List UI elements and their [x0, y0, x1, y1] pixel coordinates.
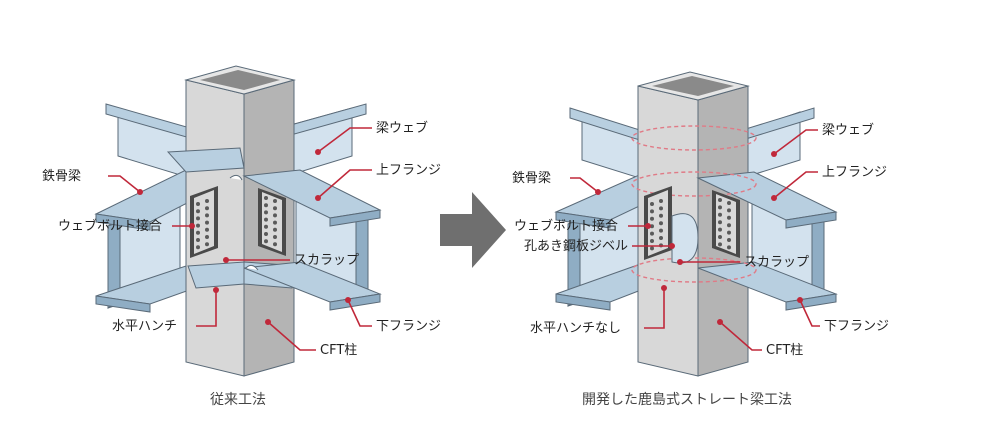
bolt-hole: [659, 213, 663, 218]
bolt-hole: [650, 209, 654, 214]
perforated-plate-dowel: [671, 213, 699, 264]
bolt-hole: [659, 221, 663, 226]
bolt-hole: [727, 215, 731, 220]
bolt-hole: [196, 202, 200, 206]
left-leader-lines: [108, 127, 372, 351]
bolt-hole: [659, 206, 663, 211]
bolt-hole: [273, 220, 277, 225]
right-leader-lines: [570, 129, 820, 351]
bolt-hole: [196, 216, 200, 221]
r-label-perforated-plate: 孔あき鋼板ジベル: [524, 239, 628, 254]
label-scallop: スカラップ: [294, 253, 359, 268]
bolt-hole: [659, 228, 663, 233]
bolt-hole: [264, 224, 268, 229]
bolt-hole: [196, 238, 200, 242]
caption-right: 開発した鹿島式ストレート梁工法: [582, 391, 792, 408]
bolt-hole: [650, 224, 654, 229]
dashed-diaphragm-outlines: [631, 125, 757, 283]
r-label-cft-column: CFT柱: [766, 343, 803, 358]
bolt-hole: [205, 235, 209, 239]
bolt-hole: [196, 245, 200, 250]
label-cft-column: CFT柱: [320, 343, 357, 358]
label-upper-flange: 上フランジ: [376, 163, 441, 178]
bolt-hole: [196, 223, 200, 228]
bolt-hole: [727, 208, 731, 213]
beam-back-right: [279, 103, 367, 179]
r-label-steel-beam: 鉄骨梁: [512, 171, 551, 186]
r-web-bolt-plate-right: [712, 190, 740, 258]
bolt-hole: [650, 202, 654, 206]
r-label-haunch-none: 水平ハンチなし: [530, 321, 621, 336]
bolt-hole: [718, 220, 722, 225]
label-steel-beam: 鉄骨梁: [42, 169, 81, 184]
label-web-bolt: ウェブボルト接合: [58, 218, 162, 234]
bolt-hole: [650, 231, 654, 236]
bolt-hole: [650, 246, 654, 251]
bolt-hole: [264, 232, 268, 236]
bolt-hole: [264, 196, 268, 200]
bolt-hole: [727, 245, 731, 250]
bolt-hole: [718, 205, 722, 210]
bolt-hole: [205, 199, 209, 203]
beam-back-left: [105, 103, 191, 179]
bolt-hole: [196, 230, 200, 235]
bolt-hole: [273, 199, 277, 203]
left-labels: 梁ウェブ 上フランジ 鉄骨梁 ウェブボルト接合 スカラップ 水平ハンチ 下フラン…: [42, 120, 441, 408]
bolt-hole: [718, 212, 722, 217]
bolt-hole: [264, 239, 268, 244]
r-label-web-bolt: ウェブボルト接合: [514, 218, 618, 234]
label-haunch: 水平ハンチ: [112, 319, 177, 334]
r-beam-front-right: [696, 171, 838, 311]
scallop-left: [229, 174, 243, 181]
bolt-hole: [205, 227, 209, 232]
bolt-hole: [264, 217, 268, 222]
bolt-hole: [650, 239, 654, 243]
bolt-hole: [273, 242, 277, 247]
bolt-hole: [727, 201, 731, 205]
haunch-lower: [187, 261, 245, 289]
label-lower-flange: 下フランジ: [376, 319, 441, 334]
right-arrow-icon: [440, 192, 506, 268]
beam-front-right: [242, 169, 382, 311]
r-web-bolt-plate-left: [644, 186, 672, 260]
bolt-hole: [273, 213, 277, 218]
label-beam-web: 梁ウェブ: [376, 120, 428, 136]
r-beam-back-right: [735, 107, 815, 181]
bolt-hole: [727, 223, 731, 228]
r-label-upper-flange: 上フランジ: [822, 165, 887, 180]
caption-left: 従来工法: [210, 392, 266, 408]
conventional-joint-illustration: [94, 65, 382, 377]
haunch-upper: [166, 147, 245, 173]
straight-beam-joint-illustration: [554, 71, 838, 377]
r-label-lower-flange: 下フランジ: [824, 319, 889, 334]
r-label-scallop: スカラップ: [744, 255, 809, 270]
bolt-hole: [273, 235, 277, 239]
bolt-hole: [727, 238, 731, 242]
bolt-hole: [727, 230, 731, 235]
bolt-hole: [205, 206, 209, 211]
bolt-hole: [659, 199, 663, 203]
bolt-hole: [659, 236, 663, 240]
r-beam-back-left: [569, 107, 647, 181]
bolt-hole: [273, 227, 277, 232]
bolt-hole: [273, 206, 277, 211]
bolt-hole: [196, 209, 200, 214]
bolt-hole: [264, 203, 268, 208]
bolt-hole: [205, 242, 209, 247]
bolt-hole: [205, 213, 209, 218]
bolt-hole: [718, 198, 722, 202]
right-labels: 梁ウェブ 上フランジ 鉄骨梁 ウェブボルト接合 孔あき鋼板ジベル スカラップ 水…: [512, 122, 889, 408]
bolt-hole: [205, 220, 209, 225]
web-bolt-plate-left: [190, 186, 218, 258]
r-label-beam-web: 梁ウェブ: [822, 122, 874, 138]
bolt-hole: [718, 242, 722, 247]
bolt-hole: [650, 216, 654, 221]
bolt-hole: [264, 210, 268, 215]
web-bolt-plate-right: [258, 188, 286, 256]
bolt-hole: [718, 227, 722, 232]
bolt-hole: [718, 235, 722, 239]
